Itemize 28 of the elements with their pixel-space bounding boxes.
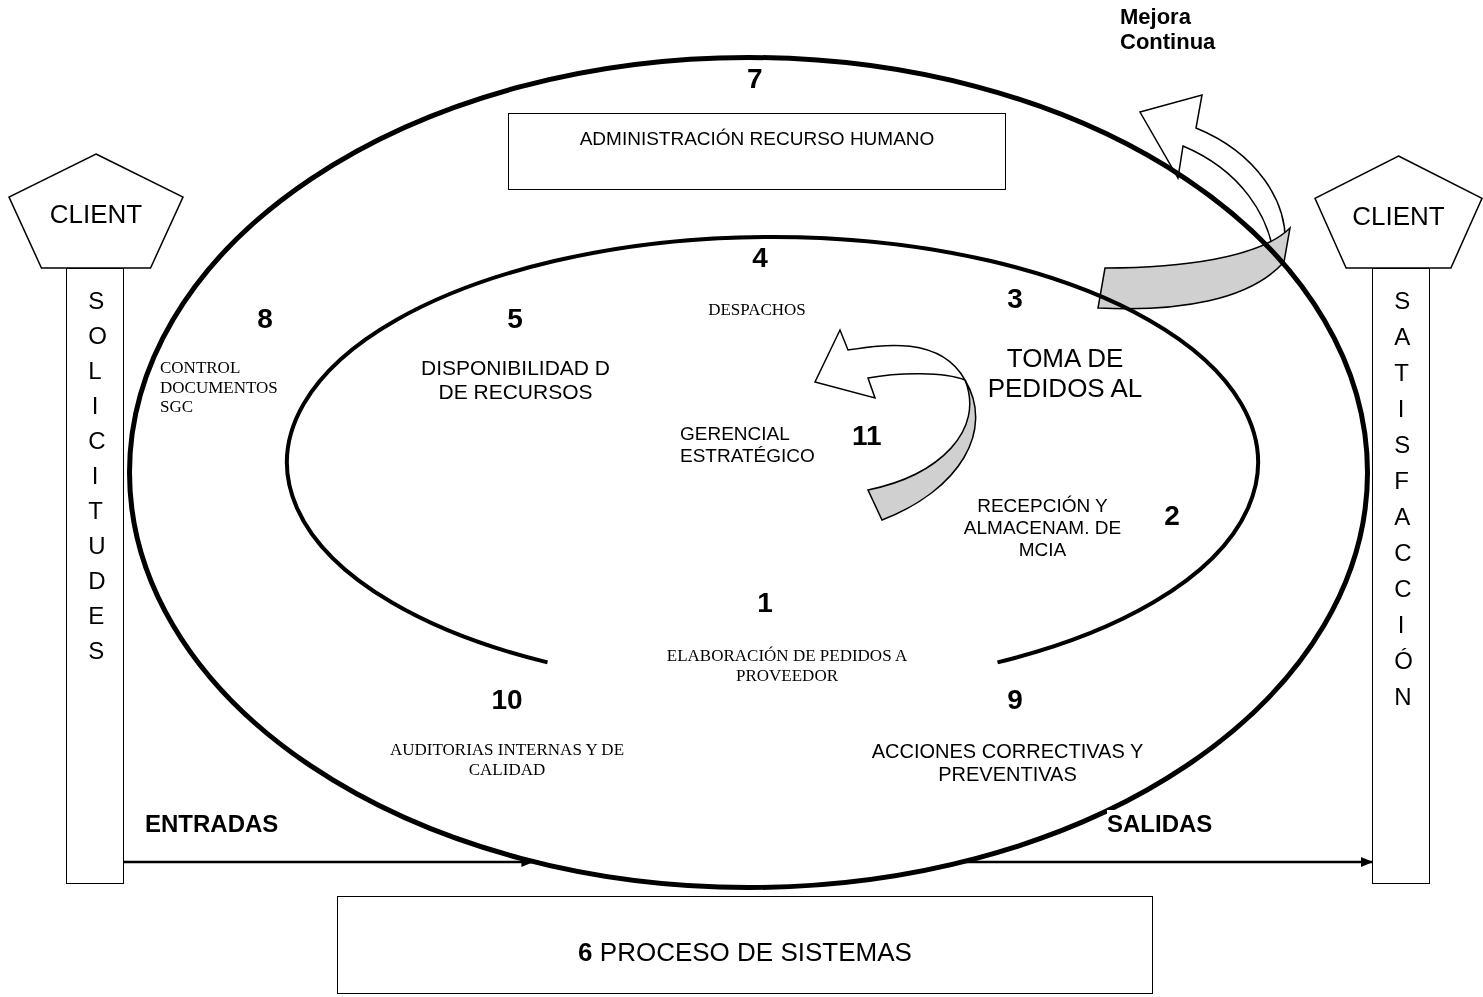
process-number: 3	[1007, 283, 1023, 316]
caption-text: Mejora Continua	[1120, 4, 1217, 55]
process-number: 9	[1007, 684, 1023, 717]
process-number: 11	[852, 420, 882, 453]
process-label: CONTROL DOCUMENTOS SGC	[160, 358, 279, 417]
process-label: AUDITORIAS INTERNAS Y DE CALIDAD	[388, 740, 626, 780]
process-number: 2	[1164, 500, 1180, 533]
process-label: DISPONIBILIDAD D DE RECURSOS	[419, 356, 611, 405]
vertical-bar: SATISFACCIÓN	[1372, 268, 1430, 884]
process-label: TOMA DE PEDIDOS AL	[986, 344, 1144, 404]
process-label: ACCIONES CORRECTIVAS Y PREVENTIVAS	[870, 740, 1145, 786]
process-label: RECEPCIÓN Y ALMACENAM. DE MCIA	[962, 495, 1123, 561]
process-box: 6 PROCESO DE SISTEMAS	[337, 896, 1153, 994]
process-number: 8	[257, 303, 273, 336]
process-number: 7	[747, 63, 763, 95]
process-box: ADMINISTRACIÓN RECURSO HUMANO	[508, 113, 1006, 190]
process-number: 10	[491, 684, 523, 717]
process-number: 5	[507, 303, 523, 336]
process-label: DESPACHOS	[708, 300, 806, 320]
client-pentagon	[8, 153, 184, 269]
client-label: CLIENT	[1352, 200, 1445, 231]
process-number: 1	[757, 587, 773, 620]
vertical-bar: SOLICITUDES	[66, 268, 124, 884]
process-label: ELABORACIÓN DE PEDIDOS A PROVEEDOR	[665, 646, 909, 686]
process-label: GERENCIAL ESTRATÉGICO	[680, 423, 816, 467]
process-number: 4	[752, 242, 768, 275]
client-pentagon	[1314, 155, 1483, 269]
client-label: CLIENT	[49, 199, 143, 230]
